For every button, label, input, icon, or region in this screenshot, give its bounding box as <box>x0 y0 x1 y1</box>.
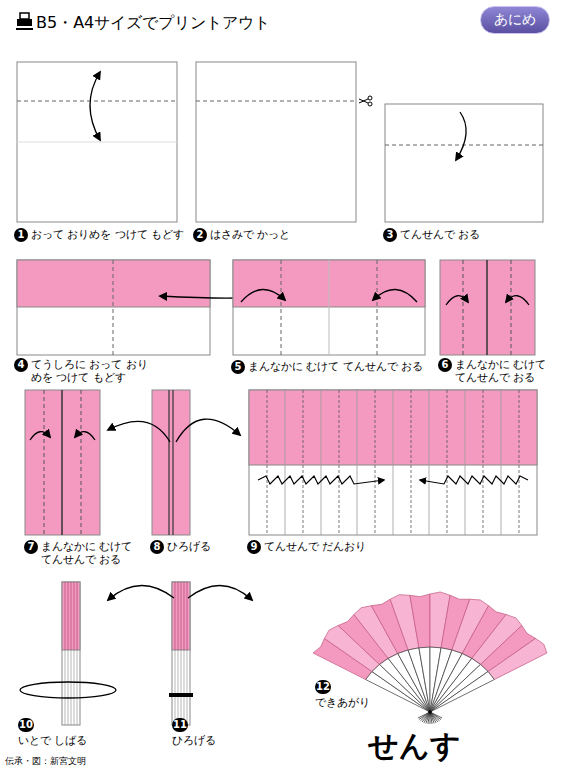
pleat-line <box>285 390 286 535</box>
step-number: 9 <box>247 540 261 554</box>
step-number: 6 <box>438 358 452 372</box>
pleat-line <box>184 650 185 725</box>
pleat-line <box>465 390 466 535</box>
step8-figure <box>108 390 240 535</box>
fan-rib <box>408 648 430 712</box>
pleat-line <box>321 390 322 535</box>
pleat-line <box>429 390 430 535</box>
pleat-line <box>267 390 268 535</box>
step-caption: 3てんせんで おる <box>383 228 481 242</box>
pleat-line <box>77 582 78 650</box>
step-caption: 8ひろげる <box>150 540 211 554</box>
step-text: できあがり <box>315 696 370 709</box>
print-note: B5・A4サイズでプリントアウト <box>36 13 270 34</box>
step-number: 4 <box>14 358 28 372</box>
pleat-line <box>68 650 69 725</box>
step-caption: 1おって おりめを つけて もどす <box>14 228 185 242</box>
step-caption: 9てんせんで だんおり <box>247 540 367 554</box>
pleat-line <box>71 650 72 725</box>
step2-figure <box>196 62 372 222</box>
pleat-line <box>483 390 484 535</box>
step10-figure <box>20 582 116 725</box>
pleat-line <box>375 390 376 535</box>
pleat-line <box>65 582 66 650</box>
pleat-line <box>77 650 78 725</box>
step-text: まんなかに むけて てんせんで おる <box>455 358 560 384</box>
fan-rib <box>430 672 494 712</box>
step-caption: 11 ひろげる <box>172 718 216 747</box>
pleat-line <box>68 582 69 650</box>
pleat-line <box>393 390 394 535</box>
pleat-line <box>187 650 188 725</box>
step-caption: 2はさみで かっと <box>193 228 291 242</box>
badge-text: あにめ <box>494 11 536 29</box>
step-text: ひろげる <box>172 734 216 747</box>
step-text: いとで しばる <box>18 734 88 747</box>
pleat-line <box>303 390 304 535</box>
step5-figure <box>233 260 425 355</box>
site-badge: あにめ <box>480 6 550 34</box>
step-caption: 6まんなかに むけて てんせんで おる <box>438 358 560 384</box>
step-number: 7 <box>24 540 38 554</box>
step-caption: 7まんなかに むけて てんせんで おる <box>24 540 146 566</box>
step-number: 2 <box>193 228 207 242</box>
step-number: 1 <box>14 228 28 242</box>
fan-paper <box>488 638 547 679</box>
step-number: 3 <box>383 228 397 242</box>
pleat-line <box>519 390 520 535</box>
pleat-line <box>178 582 179 650</box>
pleat-line <box>74 582 75 650</box>
step-caption: 5まんなかに むけて てんせんで おる <box>231 360 424 374</box>
step-number: 10 <box>18 718 34 732</box>
pleat-line <box>175 582 176 650</box>
step-text: はさみで かっと <box>210 228 291 241</box>
step-text: おって おりめを つけて もどす <box>31 228 185 241</box>
step1-figure <box>17 62 177 222</box>
step-number: 11 <box>172 718 188 732</box>
credit: 伝承・図：新宮文明 <box>5 755 86 768</box>
fan-pivot <box>428 710 432 714</box>
step-caption: 12 できあがり <box>315 680 370 709</box>
step11-figure <box>108 582 252 725</box>
step7-figure <box>25 390 100 535</box>
step-text: てんせんで だんおり <box>264 540 367 553</box>
step-number: 8 <box>150 540 164 554</box>
fan-rib <box>430 664 488 712</box>
pleat-line <box>71 582 72 650</box>
step-text: てんせんで おる <box>400 228 481 241</box>
step3-figure <box>385 104 543 222</box>
step-number: 5 <box>231 360 245 374</box>
pleat-line <box>357 390 358 535</box>
step-text: てうしろに おって おりめを つけて もどす <box>31 358 149 384</box>
pleat-line <box>65 650 66 725</box>
step9-figure <box>249 390 537 535</box>
pleat-line <box>187 582 188 650</box>
pleat-line <box>339 390 340 535</box>
fan-handle <box>430 712 432 724</box>
fan-paper <box>410 594 430 648</box>
step-number: 12 <box>315 680 331 694</box>
step6-figure <box>440 260 535 355</box>
fan-handle <box>418 712 430 718</box>
pleat-line <box>447 390 448 535</box>
fan-handle <box>430 712 434 723</box>
step-text: まんなかに むけて てんせんで おる <box>248 360 424 373</box>
pleat-line <box>184 582 185 650</box>
step-caption: 10 いとで しばる <box>18 718 88 747</box>
pleat-line <box>181 582 182 650</box>
pleat-line <box>175 650 176 725</box>
pleat-line <box>74 650 75 725</box>
pleat-line <box>178 650 179 725</box>
pleat-line <box>411 390 412 535</box>
pleat-line <box>501 390 502 535</box>
printer-icon <box>16 13 33 30</box>
step-text: まんなかに むけて てんせんで おる <box>41 540 146 566</box>
step-text: ひろげる <box>167 540 211 553</box>
step-caption: 4てうしろに おって おりめを つけて もどす <box>14 358 149 384</box>
pleat-line <box>181 650 182 725</box>
title: せんす <box>368 726 461 767</box>
fan-rib <box>419 647 430 712</box>
